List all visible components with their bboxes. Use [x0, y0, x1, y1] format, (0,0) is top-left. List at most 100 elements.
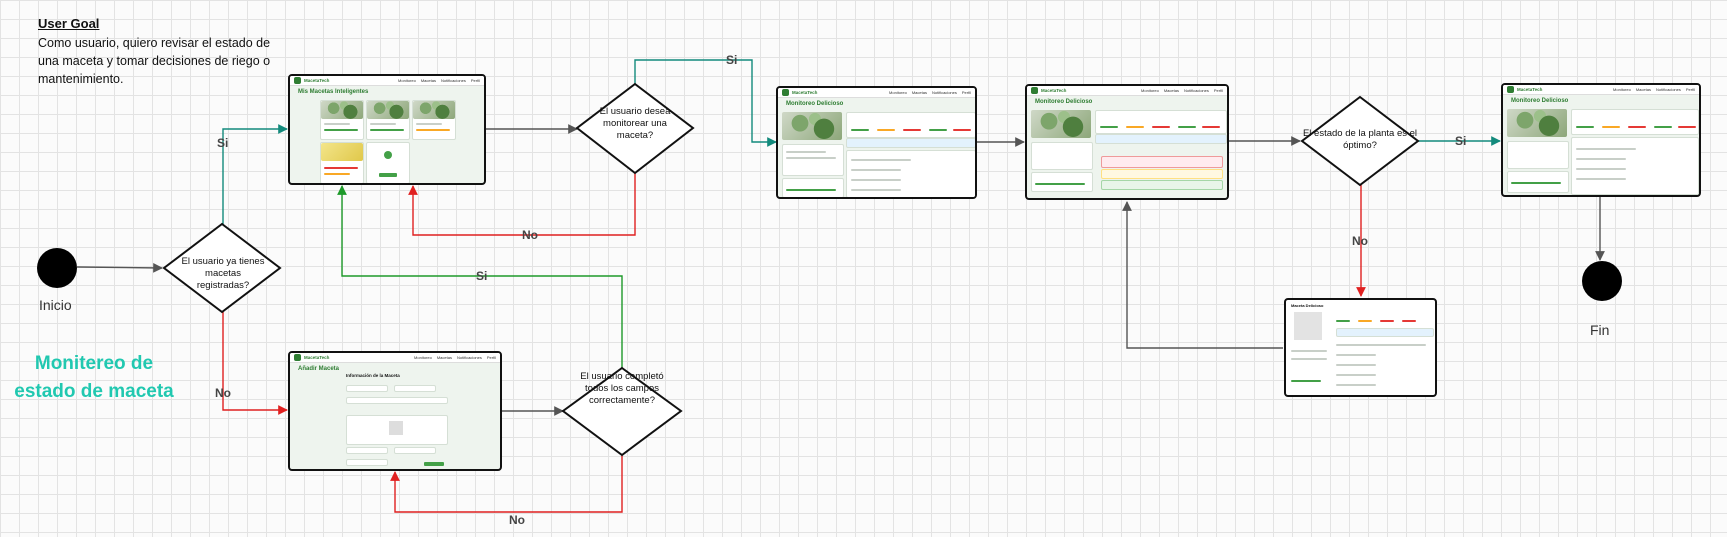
brand-name: MacetaTech — [792, 90, 818, 95]
warning-alert — [1101, 169, 1223, 179]
pot-card — [412, 100, 456, 140]
input-field — [346, 385, 388, 392]
nav-notifications: Notificaciones — [1655, 87, 1681, 92]
add-pot-card — [366, 142, 410, 183]
nav-profile: Perfil — [486, 355, 496, 360]
pot-card — [320, 142, 364, 183]
edge-label-no-4: No — [1352, 234, 1368, 248]
screen-monitor-ok: MacetaTech Monitoreo Macetas Notificacione… — [1501, 83, 1701, 197]
nav-pots: Macetas — [420, 78, 436, 83]
my-pots-title: Mis Macetas Inteligentes — [298, 89, 369, 95]
sensor-stats — [846, 112, 975, 138]
nav-pots: Macetas — [436, 355, 452, 360]
start-label: Inicio — [39, 297, 72, 313]
status-card — [1507, 171, 1569, 193]
end-label: Fin — [1590, 322, 1610, 338]
plant-image — [1031, 110, 1091, 138]
nav-pots: Macetas — [1163, 88, 1179, 93]
pot-card — [366, 100, 410, 140]
edge-label-no-1: No — [215, 386, 231, 400]
nav-profile: Perfil — [1685, 87, 1695, 92]
arrow-has-pots-yes — [222, 124, 288, 224]
edge-label-no-2: No — [522, 228, 538, 242]
nav-monitoring: Monitoreo — [398, 78, 416, 83]
input-field — [394, 385, 436, 392]
plant-info-card — [1031, 142, 1093, 170]
plant-info-card — [1507, 141, 1569, 169]
edge-label-yes-2: Si — [726, 53, 738, 67]
edge-label-no-3: No — [509, 513, 525, 527]
section-title: Monitereo de estado de maceta — [14, 353, 174, 402]
plant-image — [782, 112, 842, 140]
plant-image — [1507, 109, 1567, 137]
decision-monitor-shape — [575, 82, 695, 175]
save-button — [424, 462, 444, 466]
user-goal-text: Como usuario, quiero revisar el estado d… — [38, 36, 271, 86]
input-field — [346, 397, 448, 404]
logo-icon — [782, 89, 789, 96]
critical-alert — [1101, 156, 1223, 168]
edge-label-yes-3: Si — [476, 269, 488, 283]
monitor-title: Monitoreo Delicioso — [786, 101, 844, 107]
brand-name: MacetaTech — [1041, 88, 1067, 93]
brand-name: MacetaTech — [304, 78, 330, 83]
info-banner — [846, 138, 975, 148]
edge-label-yes-1: Si — [217, 136, 229, 150]
logo-icon — [294, 354, 301, 361]
info-banner — [1336, 328, 1434, 337]
nav-pots: Macetas — [911, 90, 927, 95]
sensor-stats — [1571, 109, 1699, 135]
screen-my-pots: MacetaTech Monitoreo Macetas Notificacione… — [288, 74, 486, 185]
nav-notifications: Notificaciones — [1183, 88, 1209, 93]
status-card — [782, 178, 844, 197]
start-node — [37, 248, 77, 288]
add-pot-title: Añadir Maceta — [298, 366, 340, 372]
logo-icon — [294, 77, 301, 84]
arrow-fields-q-yes — [337, 185, 623, 368]
decision-fields-text: El usuario completó todos los campos cor… — [580, 371, 664, 406]
arrow-fields-q-no — [390, 455, 623, 513]
pot-card — [320, 100, 364, 140]
screen-add-pot: MacetaTech Monitoreo Macetas Notificacione… — [288, 351, 502, 471]
image-upload-area — [346, 415, 448, 445]
add-pot-section-title: Información de la Maceta — [346, 373, 400, 378]
input-field — [346, 459, 388, 466]
nav-pots: Macetas — [1635, 87, 1651, 92]
arrow-monitor-q-no — [408, 173, 636, 236]
arrow-detail-back — [1122, 201, 1283, 349]
nav-notifications: Notificaciones — [440, 78, 466, 83]
success-alert — [1101, 180, 1223, 190]
nav-profile: Perfil — [470, 78, 480, 83]
arrow-start-to-has-pots — [76, 262, 163, 273]
plant-placeholder — [1294, 312, 1322, 340]
nav-monitoring: Monitoreo — [414, 355, 432, 360]
decision-optimal-shape — [1300, 95, 1420, 187]
sensor-stats — [1095, 110, 1227, 134]
nav-monitoring: Monitoreo — [889, 90, 907, 95]
nav-monitoring: Monitoreo — [1141, 88, 1159, 93]
nav-monitoring: Monitoreo — [1613, 87, 1631, 92]
end-node — [1582, 261, 1622, 301]
monitor-ok-title: Monitoreo Delicioso — [1511, 98, 1569, 104]
arrow-has-pots-no — [222, 312, 288, 415]
brand-name: MacetaTech — [304, 355, 330, 360]
decision-has-pots-shape — [162, 222, 282, 314]
logo-icon — [1031, 87, 1038, 94]
decision-monitor-text: El usuario desea monitorear una maceta? — [599, 106, 671, 141]
decision-optimal-text: El estado de la planta es el óptimo? — [1302, 128, 1418, 151]
arrow-monitor-q-yes — [634, 59, 777, 147]
logo-icon — [1507, 86, 1514, 93]
nav-profile: Perfil — [1213, 88, 1223, 93]
info-banner — [1095, 134, 1227, 144]
irrigation-history — [1571, 137, 1699, 195]
screen-monitor-alerts: MacetaTech Monitoreo Macetas Notificacione… — [1025, 84, 1229, 200]
decision-fields-shape — [561, 366, 683, 457]
decision-has-pots-text: El usuario ya tienes macetas registradas… — [181, 256, 265, 291]
nav-profile: Perfil — [961, 90, 971, 95]
brand-name: MacetaTech — [1517, 87, 1543, 92]
input-field — [394, 447, 436, 454]
irrigation-history — [846, 150, 975, 197]
nav-notifications: Notificaciones — [456, 355, 482, 360]
